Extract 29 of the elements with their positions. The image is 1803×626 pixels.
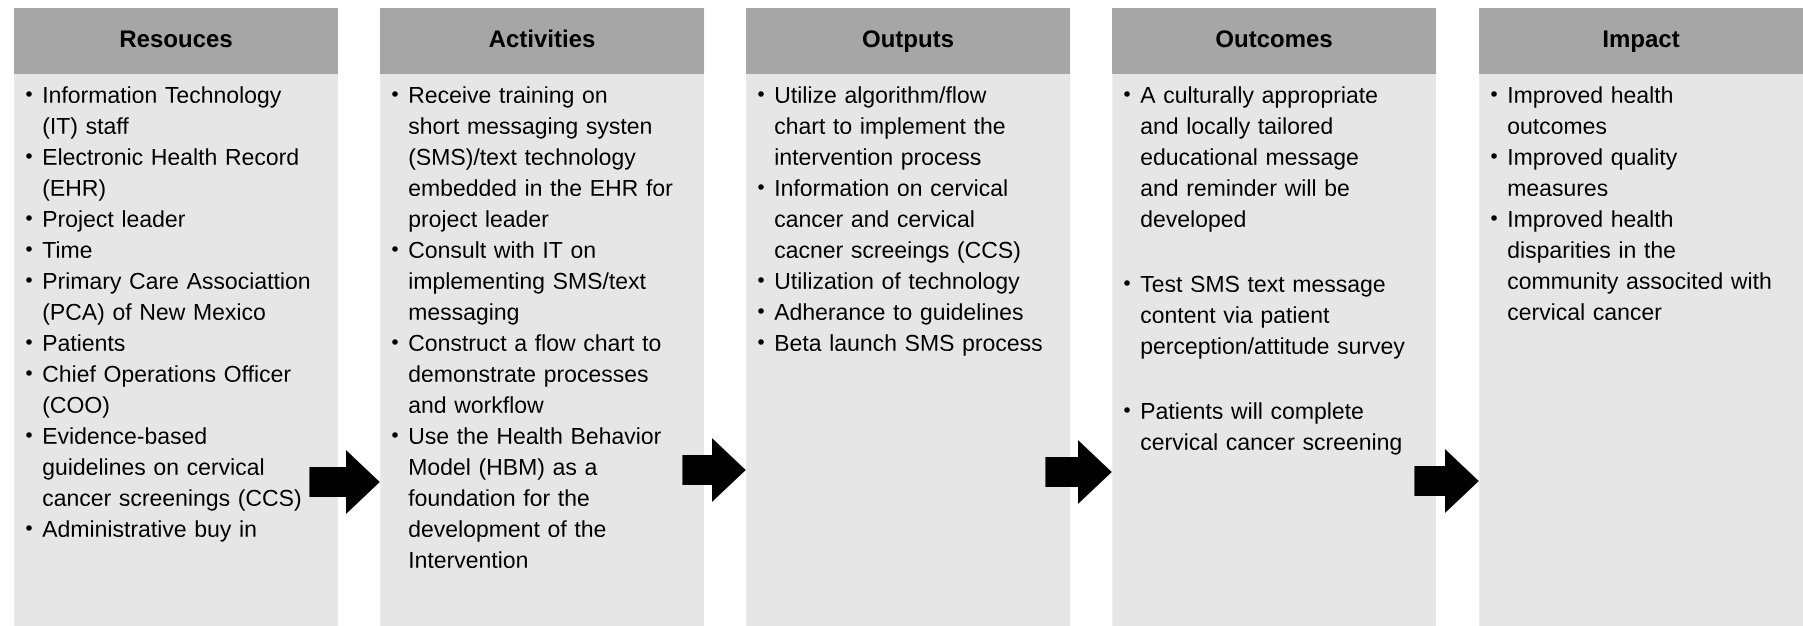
bullet-item: Use the Health Behavior Model (HBM) as a foundation for the development of the Intervention (392, 427, 661, 569)
bullet-item: Administrative buy in (26, 520, 256, 542)
column-header: Outcomes (1112, 8, 1436, 74)
column-header: Outputs (746, 8, 1070, 74)
bullet-item: Beta launch SMS process (758, 334, 1042, 356)
bullet-item: Information on cervical cancer and cervical cacner screeings (CCS) (758, 179, 1020, 263)
bullet-item: Utilize algorithm/flow chart to implement the intervention process (758, 86, 1005, 170)
column-header: Activities (380, 8, 704, 74)
bullet-item: Adherance to guidelines (758, 303, 1023, 325)
bullet-item: Electronic Health Record (EHR) (26, 148, 298, 201)
bullet-item: Improved health outcomes (1491, 86, 1672, 135)
bullet-item: Time (26, 241, 92, 259)
bullet-item: Consult with IT on implementing SMS/text messaging (392, 241, 646, 325)
column-header: Impact (1479, 8, 1803, 74)
column-header: Resouces (14, 8, 338, 74)
bullet-item: Utilization of technology (758, 272, 1020, 294)
bullet-item: Chief Operations Officer (COO) (26, 365, 291, 418)
bullet-item: Evidence-based guidelines on cervical cancer screenings (CCS) (26, 427, 301, 511)
bullet-item: Improved health disparities in the community associted with cervical cancer (1491, 210, 1771, 321)
bullet-item: Patients will complete cervical cancer screening (1124, 402, 1401, 455)
bullet-item: Project leader (26, 210, 185, 232)
bullet-item: Patients (26, 334, 125, 352)
bullet-item: Test SMS text message content via patient perception/attitude survey (1124, 275, 1405, 359)
bullet-item: Primary Care Associattion (PCA) of New Mexico (26, 272, 310, 325)
bullet-item: Receive training on short messaging systen (SMS)/text technology embedded in the EHR for project leader (392, 86, 673, 232)
bullet-item: Construct a flow chart to demonstrate processes and workflow (392, 334, 661, 414)
bullet-item: Information Technology (IT) staff (26, 86, 282, 139)
bullet-item: Improved quality measures (1491, 148, 1678, 197)
bullet-item: A culturally appropriate and locally tailored educational message and reminder will be developed (1124, 86, 1377, 232)
